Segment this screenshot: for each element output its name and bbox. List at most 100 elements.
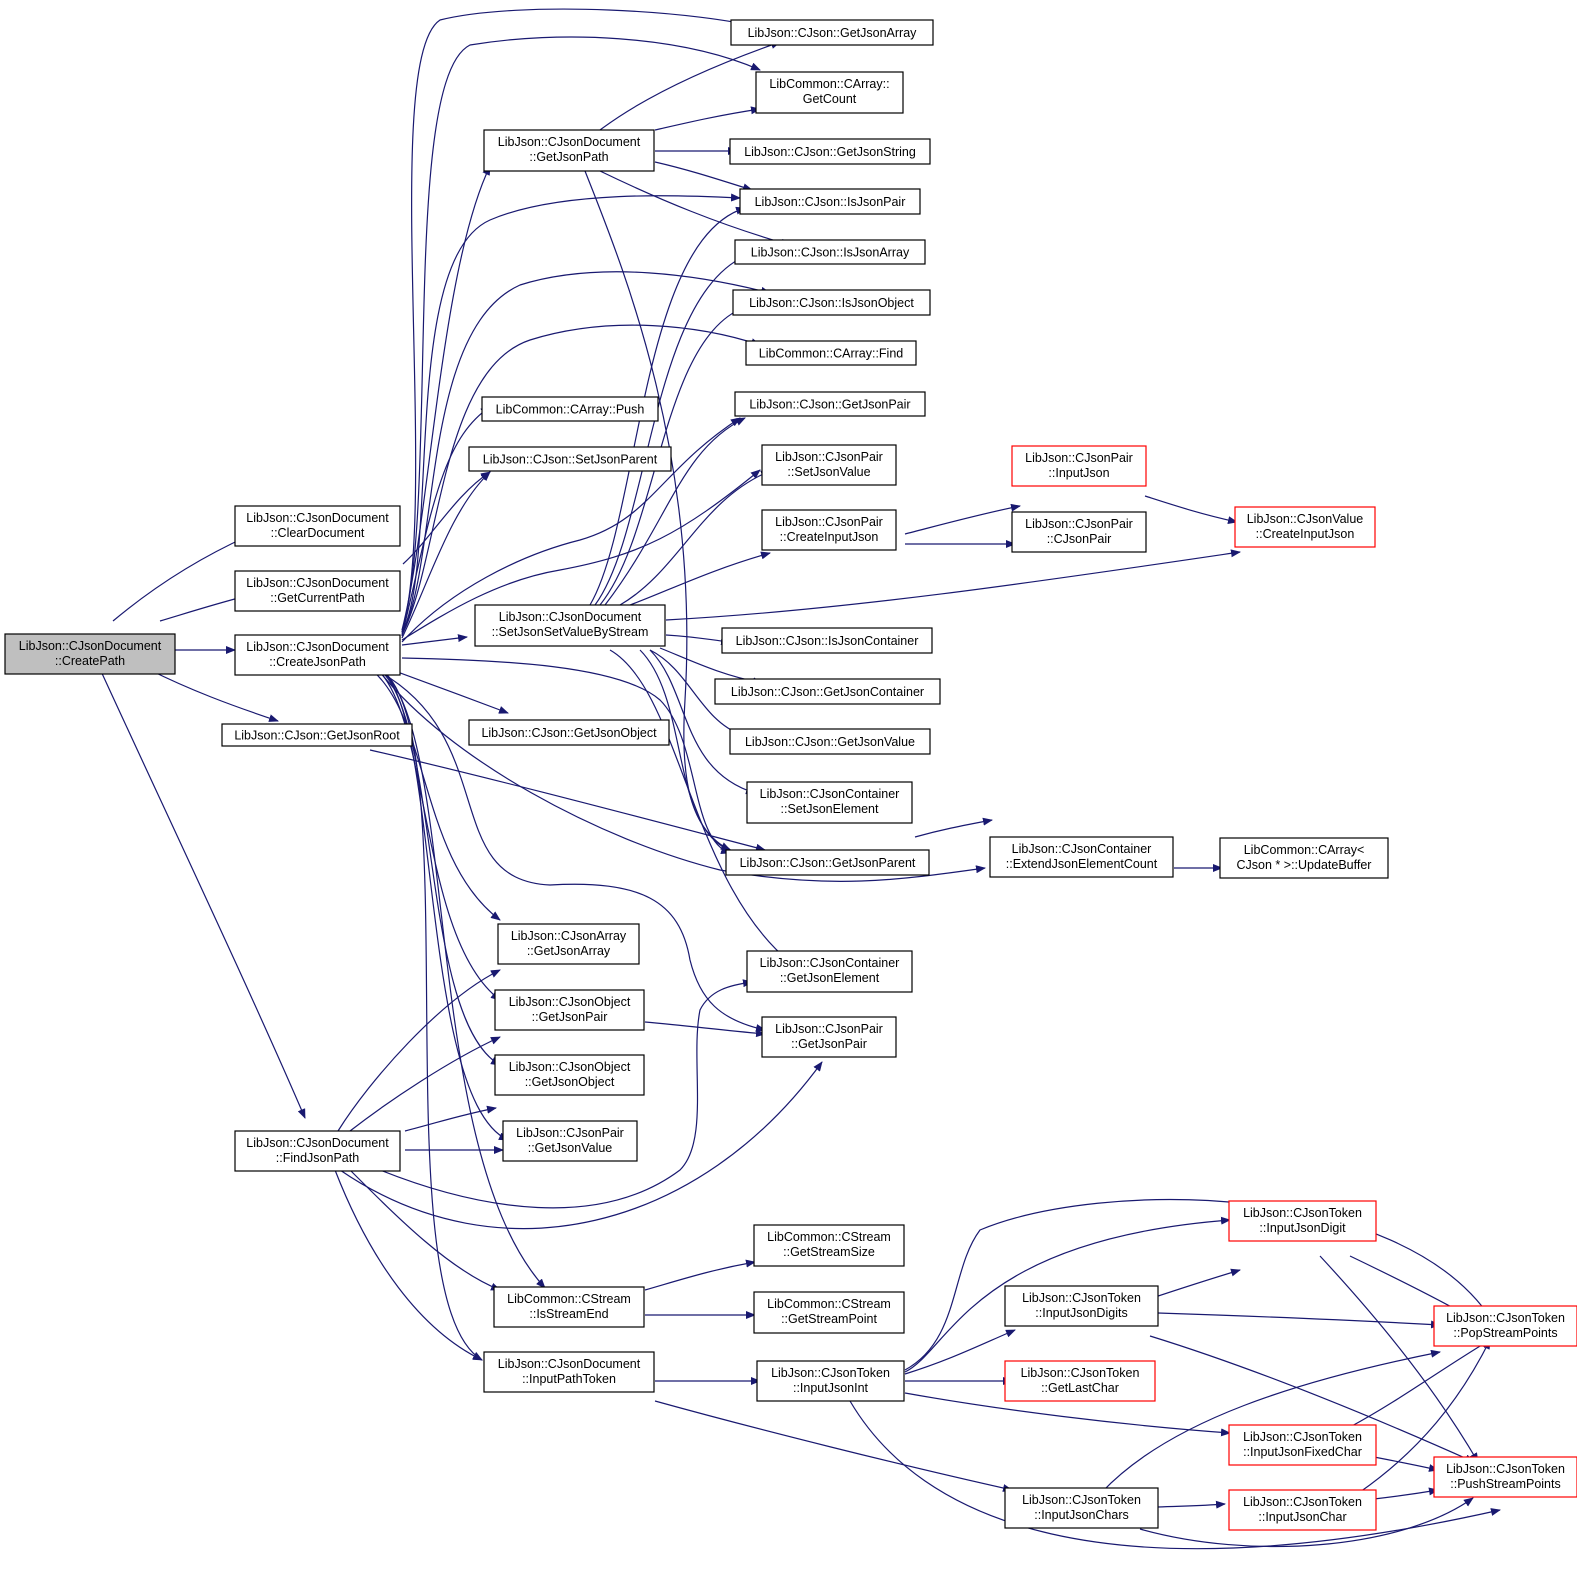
node-label: ::GetStreamPoint (781, 1312, 877, 1326)
node-box (502, 1120, 638, 1162)
node-cjson-pair-get-json-value[interactable]: LibJson::CJsonPair::GetJsonValue (502, 1120, 638, 1162)
node-cjson-pair-set-json-value[interactable]: LibJson::CJsonPair::SetJsonValue (761, 444, 897, 486)
node-label: ::GetLastChar (1041, 1381, 1119, 1395)
node-set-json-parent[interactable]: LibJson::CJson::SetJsonParent (468, 446, 672, 472)
node-box (729, 138, 931, 165)
node-label: ::ExtendJsonElementCount (1006, 857, 1158, 871)
node-label: LibJson::CJsonArray (511, 929, 627, 943)
node-extend-json-element-count[interactable]: LibJson::CJsonContainer::ExtendJsonEleme… (989, 836, 1174, 878)
node-is-json-container[interactable]: LibJson::CJson::IsJsonContainer (721, 627, 933, 654)
node-label: ::InputJsonDigits (1035, 1306, 1127, 1320)
node-label: CJson * >::UpdateBuffer (1237, 858, 1372, 872)
node-box (481, 396, 659, 422)
node-carray-find[interactable]: LibCommon::CArray::Find (745, 340, 917, 366)
node-label: ::CreateInputJson (780, 530, 879, 544)
node-get-json-container[interactable]: LibJson::CJson::GetJsonContainer (714, 678, 941, 705)
node-get-last-char[interactable]: LibJson::CJsonToken::GetLastChar (1004, 1360, 1156, 1402)
node-create-path[interactable]: LibJson::CJsonDocument::CreatePath (4, 633, 176, 675)
node-get-json-element[interactable]: LibJson::CJsonContainer::GetJsonElement (746, 950, 913, 993)
node-is-json-pair[interactable]: LibJson::CJson::IsJsonPair (739, 188, 921, 215)
node-label: LibJson::CJsonPair (1025, 517, 1133, 531)
node-label: ::CreateInputJson (1256, 527, 1355, 541)
node-box (483, 129, 655, 172)
node-cjson-array-get-json-array[interactable]: LibJson::CJsonArray::GetJsonArray (497, 923, 640, 965)
node-cjson-object-get-json-object[interactable]: LibJson::CJsonObject::GetJsonObject (494, 1054, 645, 1096)
node-label: LibJson::CJsonToken (1446, 1462, 1565, 1476)
node-pop-stream-points[interactable]: LibJson::CJsonToken::PopStreamPoints (1433, 1305, 1577, 1347)
node-get-json-value[interactable]: LibJson::CJson::GetJsonValue (729, 728, 931, 755)
node-label: ::CreateJsonPath (269, 655, 366, 669)
node-carray-get-count[interactable]: LibCommon::CArray::GetCount (755, 71, 904, 114)
node-set-json-set-value-by-stream[interactable]: LibJson::CJsonDocument::SetJsonSetValueB… (474, 604, 666, 647)
node-get-stream-size[interactable]: LibCommon::CStream::GetStreamSize (753, 1224, 905, 1267)
node-cjson-value-create-input-json[interactable]: LibJson::CJsonValue::CreateInputJson (1234, 506, 1376, 548)
node-input-json-digit[interactable]: LibJson::CJsonToken::InputJsonDigit (1228, 1200, 1377, 1242)
node-input-json-int[interactable]: LibJson::CJsonToken::InputJsonInt (756, 1360, 905, 1402)
node-cjson-object-get-json-pair[interactable]: LibJson::CJsonObject::GetJsonPair (494, 989, 645, 1031)
node-box (234, 570, 401, 612)
node-clear-document[interactable]: LibJson::CJsonDocument::ClearDocument (234, 505, 401, 547)
node-box (755, 71, 904, 114)
call-edges (99, 8, 1501, 1550)
node-label: LibJson::CJson::GetJsonContainer (731, 685, 924, 699)
node-input-path-token[interactable]: LibJson::CJsonDocument::InputPathToken (483, 1351, 655, 1393)
node-box (746, 950, 913, 993)
node-is-stream-end[interactable]: LibCommon::CStream::IsStreamEnd (493, 1286, 645, 1328)
node-get-json-string[interactable]: LibJson::CJson::GetJsonString (729, 138, 931, 165)
node-box (494, 1054, 645, 1096)
node-label: LibJson::CJsonContainer (1012, 842, 1152, 856)
node-input-json-char[interactable]: LibJson::CJsonToken::InputJsonChar (1228, 1489, 1377, 1531)
node-cjson-pair-input-json[interactable]: LibJson::CJsonPair::InputJson (1011, 445, 1147, 487)
node-label: LibJson::CJsonToken (771, 1366, 890, 1380)
node-box (725, 849, 930, 876)
node-carray-push[interactable]: LibCommon::CArray::Push (481, 396, 659, 422)
node-get-json-root[interactable]: LibJson::CJson::GetJsonRoot (221, 723, 413, 747)
node-label: LibCommon::CStream (767, 1297, 891, 1311)
node-set-json-element[interactable]: LibJson::CJsonContainer::SetJsonElement (746, 781, 913, 824)
node-box (761, 1016, 897, 1058)
node-label: ::InputJsonDigit (1259, 1221, 1346, 1235)
node-box (729, 728, 931, 755)
node-get-stream-point[interactable]: LibCommon::CStream::GetStreamPoint (753, 1291, 905, 1334)
node-cjson-get-json-object[interactable]: LibJson::CJson::GetJsonObject (468, 719, 670, 746)
node-input-json-chars[interactable]: LibJson::CJsonToken::InputJsonChars (1004, 1487, 1159, 1529)
node-label: ::SetJsonSetValueByStream (492, 625, 649, 639)
node-label: ::CreatePath (55, 654, 125, 668)
node-cjson-pair-ctor[interactable]: LibJson::CJsonPair::CJsonPair (1011, 511, 1147, 553)
node-box (714, 678, 941, 705)
node-label: LibCommon::CArray::Push (496, 403, 645, 417)
node-input-json-digits[interactable]: LibJson::CJsonToken::InputJsonDigits (1004, 1285, 1159, 1327)
node-box (1228, 1424, 1377, 1466)
node-label: LibJson::CJsonToken (1022, 1493, 1141, 1507)
node-box (721, 627, 933, 654)
node-push-stream-points[interactable]: LibJson::CJsonToken::PushStreamPoints (1433, 1456, 1577, 1498)
node-cjson-pair-get-json-pair[interactable]: LibJson::CJsonPair::GetJsonPair (761, 1016, 897, 1058)
node-is-json-array[interactable]: LibJson::CJson::IsJsonArray (734, 239, 926, 265)
node-get-current-path[interactable]: LibJson::CJsonDocument::GetCurrentPath (234, 570, 401, 612)
node-box (989, 836, 1174, 878)
node-find-json-path[interactable]: LibJson::CJsonDocument::FindJsonPath (234, 1130, 401, 1172)
node-label: LibCommon::CStream (767, 1230, 891, 1244)
node-get-json-parent[interactable]: LibJson::CJson::GetJsonParent (725, 849, 930, 876)
node-box (1234, 506, 1376, 548)
node-input-json-fixed-char[interactable]: LibJson::CJsonToken::InputJsonFixedChar (1228, 1424, 1377, 1466)
node-label: LibCommon::CStream (507, 1292, 631, 1306)
node-label: ::FindJsonPath (276, 1151, 359, 1165)
node-is-json-object[interactable]: LibJson::CJson::IsJsonObject (732, 289, 931, 316)
node-label: LibJson::CJson::GetJsonValue (745, 735, 915, 749)
node-box (234, 505, 401, 547)
node-label: LibJson::CJsonToken (1243, 1206, 1362, 1220)
node-label: LibJson::CJsonDocument (498, 135, 641, 149)
node-label: LibJson::CJsonDocument (246, 576, 389, 590)
node-cjson-get-json-pair[interactable]: LibJson::CJson::GetJsonPair (734, 391, 926, 417)
node-create-json-path[interactable]: LibJson::CJsonDocument::CreateJsonPath (234, 634, 401, 676)
node-label: LibJson::CJsonToken (1243, 1495, 1362, 1509)
node-label: LibJson::CJsonObject (509, 995, 631, 1009)
node-label: ::GetJsonObject (525, 1075, 615, 1089)
node-box (234, 634, 401, 676)
node-cjson-pair-create-input-json[interactable]: LibJson::CJsonPair::CreateInputJson (761, 509, 897, 551)
node-update-buffer[interactable]: LibCommon::CArray< CJson * >::UpdateBuff… (1219, 837, 1389, 879)
node-cjson-get-json-array[interactable]: LibJson::CJson::GetJsonArray (730, 19, 934, 46)
node-box (468, 719, 670, 746)
node-get-json-path[interactable]: LibJson::CJsonDocument::GetJsonPath (483, 129, 655, 172)
